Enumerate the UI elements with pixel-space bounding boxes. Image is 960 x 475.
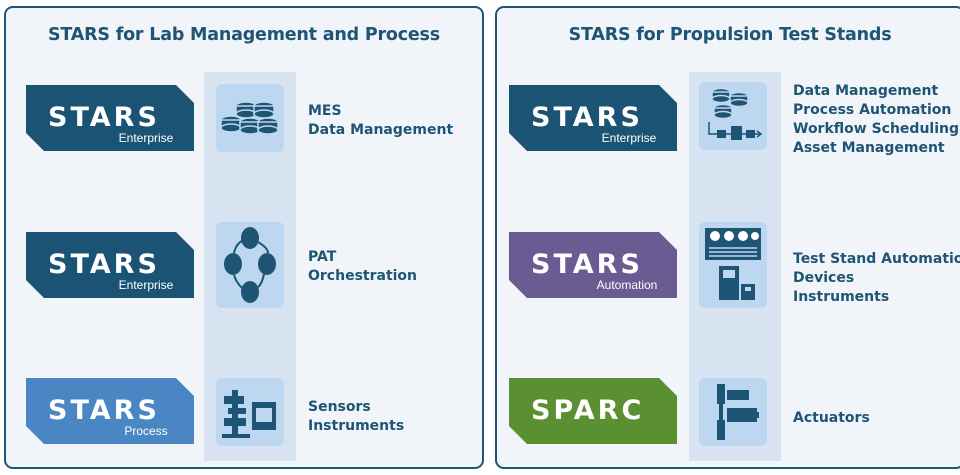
svg-text:STARS: STARS	[531, 249, 643, 280]
label-pat: PAT	[308, 249, 337, 265]
test-stand-row-1-labels: Data Management Process Automation Workf…	[793, 82, 959, 158]
label-instruments: Instruments	[308, 418, 405, 434]
label-orchestration: Orchestration	[308, 268, 418, 284]
control-cabinet-icon	[699, 222, 767, 308]
database-icon	[216, 84, 284, 152]
stars-automation-badge: STARS Automation	[509, 232, 677, 298]
workflow-cycle-icon	[216, 222, 284, 308]
label-actuators: Actuators	[793, 410, 870, 426]
lab-row-1-labels: MES Data Management	[308, 102, 453, 140]
stars-enterprise-badge: STARS Enterprise	[26, 232, 194, 298]
svg-text:Process: Process	[124, 424, 167, 438]
svg-text:STARS: STARS	[48, 395, 160, 426]
label-mes: MES	[308, 103, 342, 119]
panel-title: STARS for Propulsion Test Stands	[568, 25, 892, 45]
stars-process-badge: STARS Process	[26, 378, 194, 444]
label-instruments: Instruments	[793, 289, 890, 305]
svg-text:STARS: STARS	[48, 102, 160, 133]
svg-text:SPARC: SPARC	[531, 395, 644, 426]
label-asset-management: Asset Management	[793, 140, 945, 156]
label-data-management: Data Management	[308, 122, 454, 138]
label-process-automation: Process Automation	[793, 102, 952, 118]
test-stand-row-2-labels: Test Stand Automation Devices Instrument…	[793, 250, 960, 307]
lab-management-panel: STARS for Lab Management and Process STA…	[4, 6, 484, 469]
label-devices: Devices	[793, 270, 855, 286]
actuator-icon	[699, 378, 767, 446]
test-stand-row-3-labels: Actuators	[793, 409, 870, 428]
svg-text:Enterprise: Enterprise	[119, 131, 174, 145]
database-process-icon	[699, 82, 767, 150]
svg-text:STARS: STARS	[48, 249, 160, 280]
propulsion-test-stands-panel: STARS for Propulsion Test Stands STARS E…	[495, 6, 960, 469]
lab-equipment-icon	[216, 378, 284, 446]
label-test-stand-automation: Test Stand Automation	[793, 251, 960, 267]
lab-row-3-labels: Sensors Instruments	[308, 398, 404, 436]
svg-text:Enterprise: Enterprise	[119, 278, 174, 292]
label-sensors: Sensors	[308, 399, 371, 415]
svg-text:STARS: STARS	[531, 102, 643, 133]
svg-text:Automation: Automation	[597, 278, 658, 292]
stars-enterprise-badge: STARS Enterprise	[509, 85, 677, 151]
label-data-management: Data Management	[793, 83, 939, 99]
sparc-badge: SPARC	[509, 378, 677, 444]
svg-text:Enterprise: Enterprise	[602, 131, 657, 145]
stars-enterprise-badge: STARS Enterprise	[26, 85, 194, 151]
lab-row-2-labels: PAT Orchestration	[308, 248, 417, 286]
label-workflow-scheduling: Workflow Scheduling	[793, 121, 959, 137]
panel-title: STARS for Lab Management and Process	[48, 25, 440, 45]
